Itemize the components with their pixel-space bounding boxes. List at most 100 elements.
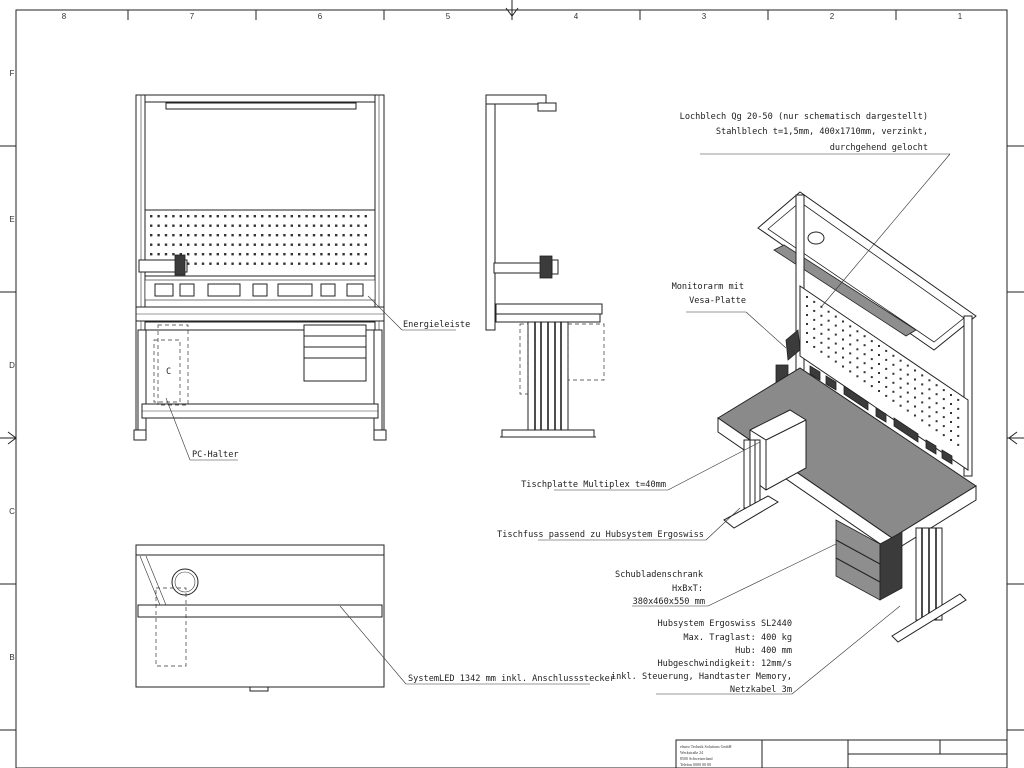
perforation-hole: [187, 243, 190, 246]
perforation-hole: [892, 390, 895, 393]
perforation-hole: [921, 419, 924, 422]
perforation-hole: [246, 253, 249, 256]
perforation-hole: [275, 224, 279, 227]
perforation-hole: [216, 253, 219, 256]
perforation-hole: [327, 224, 330, 227]
col-label: 6: [318, 12, 323, 21]
perforation-hole: [928, 379, 931, 382]
perforation-hole: [349, 243, 353, 246]
perforation-hole: [827, 355, 830, 358]
perforation-hole: [942, 416, 945, 419]
perforation-hole: [253, 243, 256, 246]
perforation-hole: [834, 324, 837, 327]
perforation-hole: [231, 253, 234, 256]
perforation-hole: [150, 243, 153, 246]
perforation-hole: [201, 243, 205, 246]
perforation-hole: [231, 224, 234, 227]
perforation-hole: [342, 253, 345, 256]
perforation-hole: [224, 215, 227, 218]
perforation-hole: [813, 318, 816, 321]
perforation-hole: [935, 420, 938, 423]
perforation-hole: [298, 262, 301, 265]
perforation-hole: [863, 335, 866, 338]
perforation-hole: [150, 253, 153, 256]
perforation-hole: [349, 253, 353, 256]
energy-strip-iso: [809, 365, 953, 465]
perforation-hole: [298, 234, 301, 237]
perforation-hole: [157, 224, 160, 227]
perforation-hole: [327, 234, 330, 237]
perforation-hole: [827, 328, 830, 331]
perforation-hole: [290, 215, 293, 218]
perforation-hole: [179, 253, 182, 256]
perforation-hole: [820, 314, 823, 317]
perforation-hole: [312, 224, 316, 227]
perforation-hole: [320, 262, 323, 265]
perforation-hole: [935, 393, 938, 396]
perforation-hole: [863, 371, 866, 374]
perforation-hole: [849, 370, 852, 373]
perforation-hole: [942, 434, 945, 437]
perforation-hole: [209, 224, 212, 227]
perforation-hole: [157, 243, 160, 246]
perforation-hole: [305, 234, 308, 237]
perforation-hole: [327, 243, 330, 246]
label-hub-3: Hub: 400 mm: [735, 646, 792, 656]
perforation-hole: [216, 262, 219, 265]
perforation-hole: [335, 243, 338, 246]
perforation-hole: [842, 320, 844, 323]
perforation-hole: [928, 406, 931, 409]
perforation-hole: [201, 253, 205, 256]
perforation-hole: [179, 224, 182, 227]
perforation-hole: [283, 215, 286, 218]
perforation-hole: [224, 243, 227, 246]
label-systemled: SystemLED 1342 mm inkl. Anschlussstecker: [408, 674, 615, 684]
perforation-hole: [357, 224, 360, 227]
perforation-hole: [335, 262, 338, 265]
perforation-hole: [150, 224, 153, 227]
perforation-hole: [914, 405, 916, 408]
isometric-view: [717, 191, 977, 643]
perforation-hole: [246, 243, 249, 246]
perforation-hole: [921, 392, 924, 395]
perforation-hole: [238, 243, 242, 246]
perforation-hole: [164, 253, 168, 256]
perforation-hole: [820, 332, 823, 335]
perforation-hole: [187, 215, 190, 218]
row-label: C: [9, 507, 15, 516]
perforation-hole: [856, 348, 859, 351]
perforation-hole: [246, 262, 249, 265]
perforation-hole: [834, 360, 837, 363]
col-label: 3: [702, 12, 707, 21]
row-label: E: [9, 215, 14, 224]
callout-labels: Energieleiste PC-Halter SystemLED 1342 m…: [192, 112, 928, 695]
perforation-hole: [349, 215, 353, 218]
col-label: 2: [830, 12, 835, 21]
perforation-hole: [209, 253, 212, 256]
perforation-hole: [209, 262, 212, 265]
perforation-hole: [856, 357, 859, 360]
perforation-hole: [870, 358, 873, 361]
perforation-hole: [283, 253, 286, 256]
perforation-hole: [164, 234, 168, 237]
perforation-hole: [935, 411, 938, 414]
titleblock-city: 8500 Schweizerland: [680, 756, 713, 761]
perforation-hole: [813, 300, 816, 303]
label-hub-2: Max. Traglast: 400 kg: [683, 633, 792, 643]
perforation-hole: [335, 224, 338, 227]
label-monitorarm-2: Vesa-Platte: [689, 296, 746, 306]
perforation-hole: [957, 407, 960, 410]
perforation-hole: [238, 262, 242, 265]
perforation-hole: [892, 363, 895, 366]
row-label: B: [9, 653, 14, 662]
perforation-hole: [914, 396, 916, 399]
perforation-hole: [950, 439, 952, 441]
perforation-hole: [224, 224, 227, 227]
perforation-hole: [335, 253, 338, 256]
perforation-hole: [357, 262, 360, 265]
perforation-hole: [209, 243, 212, 246]
perforation-hole: [921, 374, 924, 377]
perforation-hole: [179, 215, 182, 218]
perforation-hole: [290, 234, 293, 237]
perforation-hole: [885, 367, 888, 370]
